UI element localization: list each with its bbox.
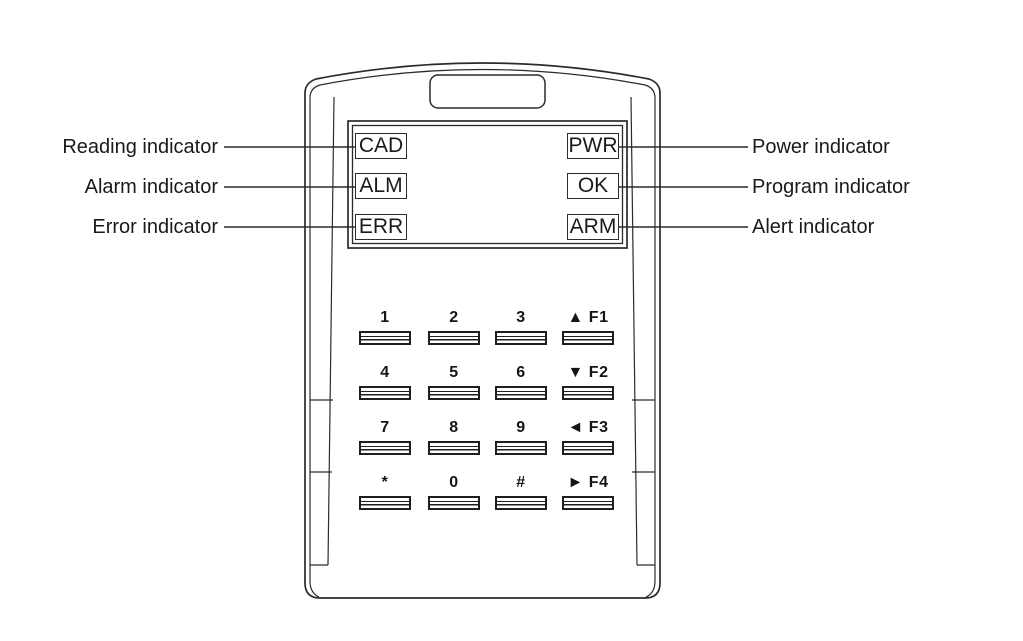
- callout-label-alarm-indicator: Alarm indicator: [84, 176, 218, 198]
- indicator-box-alm: ALM: [355, 173, 407, 199]
- key-f3-bar: [562, 441, 614, 455]
- key-hash-label: #: [516, 474, 526, 491]
- key-6-label: 6: [516, 364, 526, 381]
- display-bezel-inner: [351, 124, 624, 245]
- key-3: 3: [489, 307, 553, 345]
- key-f3: ◄ F3: [556, 417, 620, 455]
- key-7-bar: [359, 441, 411, 455]
- indicator-box-arm: ARM: [567, 214, 619, 240]
- callout-label-error-indicator: Error indicator: [92, 216, 218, 238]
- key-5-label: 5: [449, 364, 459, 381]
- key-7-label: 7: [380, 419, 390, 436]
- key-7: 7: [353, 417, 417, 455]
- key-2: 2: [422, 307, 486, 345]
- key-f1-bar: [562, 331, 614, 345]
- callout-label-power-indicator: Power indicator: [752, 136, 890, 158]
- key-f2-bar: [562, 386, 614, 400]
- key-f1: ▲ F1: [556, 307, 620, 345]
- key-star-bar: [359, 496, 411, 510]
- key-f1-label: ▲ F1: [567, 309, 609, 326]
- key-2-label: 2: [449, 309, 459, 326]
- key-3-label: 3: [516, 309, 526, 326]
- indicator-box-ok: OK: [567, 173, 619, 199]
- key-hash-bar: [495, 496, 547, 510]
- display-bezel-outer: [347, 120, 628, 249]
- right-side-groove: [630, 96, 655, 566]
- key-5: 5: [422, 362, 486, 400]
- key-4-label: 4: [380, 364, 390, 381]
- callout-label-reading-indicator: Reading indicator: [62, 136, 218, 158]
- key-f4-label: ► F4: [567, 474, 609, 491]
- callout-label-alert-indicator: Alert indicator: [752, 216, 875, 238]
- key-f4: ► F4: [556, 472, 620, 510]
- key-8-bar: [428, 441, 480, 455]
- key-0-bar: [428, 496, 480, 510]
- key-1-bar: [359, 331, 411, 345]
- key-f2: ▼ F2: [556, 362, 620, 400]
- key-star: *: [353, 472, 417, 510]
- key-9-label: 9: [516, 419, 526, 436]
- indicator-box-err: ERR: [355, 214, 407, 240]
- left-side-groove: [310, 96, 335, 566]
- key-f3-label: ◄ F3: [567, 419, 609, 436]
- top-label-window: [429, 74, 546, 109]
- key-8: 8: [422, 417, 486, 455]
- indicator-box-pwr: PWR: [567, 133, 619, 159]
- key-1-label: 1: [380, 309, 390, 326]
- key-6-bar: [495, 386, 547, 400]
- device-outline: [304, 62, 661, 599]
- key-star-label: *: [381, 474, 389, 491]
- key-f4-bar: [562, 496, 614, 510]
- key-8-label: 8: [449, 419, 459, 436]
- key-1: 1: [353, 307, 417, 345]
- key-9-bar: [495, 441, 547, 455]
- key-3-bar: [495, 331, 547, 345]
- key-hash: #: [489, 472, 553, 510]
- key-f2-label: ▼ F2: [567, 364, 609, 381]
- key-2-bar: [428, 331, 480, 345]
- key-6: 6: [489, 362, 553, 400]
- key-5-bar: [428, 386, 480, 400]
- key-0-label: 0: [449, 474, 459, 491]
- key-0: 0: [422, 472, 486, 510]
- indicator-box-cad: CAD: [355, 133, 407, 159]
- key-4: 4: [353, 362, 417, 400]
- key-4-bar: [359, 386, 411, 400]
- device-inner-edge: [309, 68, 656, 598]
- key-9: 9: [489, 417, 553, 455]
- callout-label-program-indicator: Program indicator: [752, 176, 910, 198]
